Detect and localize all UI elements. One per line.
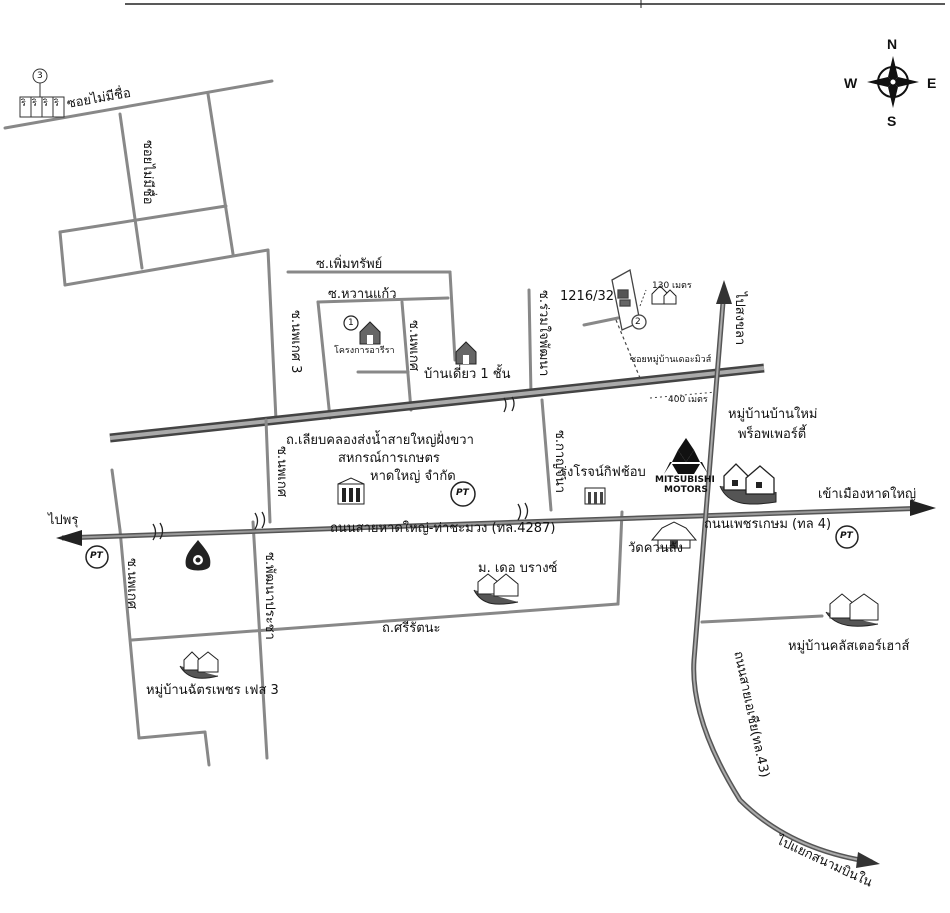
canal-bridges bbox=[503, 396, 515, 413]
compass-east: E bbox=[927, 75, 937, 91]
shop-icon bbox=[584, 487, 606, 505]
plot-tile-label: ริ bbox=[54, 99, 59, 109]
upper-left-streets bbox=[3, 79, 620, 422]
canal bbox=[109, 363, 765, 443]
label-phetkasem: ถนนเพชรเกษม (ทล 4) bbox=[704, 517, 832, 532]
label-mitsubishi-1: MITSUBISHI bbox=[655, 475, 715, 485]
label-si-rattana: ถ.ศรีรัตนะ bbox=[382, 621, 441, 636]
main-road-bridges bbox=[152, 502, 529, 541]
label-village-new-1: หมู่บ้านบ้านใหม่ bbox=[728, 407, 818, 422]
compass-north: N bbox=[887, 36, 898, 52]
label-soi-far-left: ซ.นพเกศ bbox=[124, 558, 139, 609]
label-unnamed-soi-vertical: ซอยไม่มีชื่อ bbox=[140, 140, 155, 205]
label-project-1: โครงการอารีรา bbox=[334, 346, 395, 356]
label-130-meters: 130 เมตร bbox=[652, 281, 692, 291]
label-soi-phoem-sap: ซ.เพิ่มทรัพย์ bbox=[316, 257, 383, 272]
plot-tiles bbox=[19, 68, 65, 118]
label-soi-middle-vertical: ซ.นพเกศ bbox=[406, 320, 421, 371]
pt-logo-text: PT bbox=[456, 488, 469, 498]
label-to-ban-phru: ไปพรุ bbox=[48, 513, 79, 528]
marker-1-circle bbox=[343, 315, 359, 331]
marker-2: 2 bbox=[635, 317, 641, 327]
label-village-cluster: หมู่บ้านคลัสเตอร์เฮาส์ bbox=[788, 639, 910, 654]
village-houses-icon bbox=[719, 463, 777, 505]
label-canal-road: ถ.เลียบคลองส่งน้ำสายใหญ่ฝั่งขวา bbox=[286, 433, 474, 448]
label-soi-village: ซอยหมู่บ้านเดอะมิวส์ bbox=[630, 355, 712, 365]
arrow-west bbox=[56, 530, 82, 546]
label-cooperative-2: หาดใหญ่ จำกัด bbox=[370, 469, 456, 484]
village-houses-icon bbox=[825, 593, 879, 627]
dimension-130 bbox=[639, 289, 647, 307]
pt-logo-text: PT bbox=[90, 551, 103, 561]
mitsubishi-logo-icon bbox=[664, 438, 708, 474]
label-soi-lower-mid: ซ.พัฒนาประชา bbox=[262, 552, 277, 640]
arrow-east bbox=[910, 500, 936, 516]
label-plot-number: 1216/32 bbox=[560, 289, 615, 304]
label-soi-ruam-jai: ซ.ร่วมใจพัฒนา bbox=[536, 290, 551, 377]
building-icon bbox=[337, 477, 365, 505]
village-houses-icon bbox=[473, 573, 519, 605]
dimension-400 bbox=[649, 391, 717, 399]
label-soi-lower-left: ซ.นพเกศ bbox=[274, 446, 289, 497]
label-to-hat-yai: เข้าเมืองหาดใหญ่ bbox=[818, 487, 917, 502]
plot-dashed-line bbox=[615, 319, 641, 379]
land-plot bbox=[611, 268, 647, 331]
marker-1: 1 bbox=[348, 318, 354, 328]
label-soi-lower-right: ซ.กาญจนา bbox=[552, 430, 567, 494]
house-icon bbox=[455, 341, 477, 365]
lower-streets bbox=[110, 398, 824, 767]
label-soi-wan-kaeo: ซ.หวานแก้ว bbox=[328, 287, 397, 302]
label-village-new-2: พร็อพเพอร์ตี้ bbox=[738, 427, 807, 442]
label-wat: วัดควนลัง bbox=[628, 541, 683, 556]
label-soi-left-vertical: ซ.นพเกศ 3 bbox=[288, 310, 303, 374]
label-m-the-bridge: ม. เดอ บรางซ์ bbox=[478, 561, 558, 576]
label-cooperative-1: สหกรณ์การเกษตร bbox=[338, 451, 440, 466]
emblem-icon bbox=[185, 540, 211, 571]
arrow-southeast bbox=[856, 852, 880, 868]
pt-logo-icon bbox=[85, 481, 859, 569]
compass-icon bbox=[867, 56, 919, 108]
label-single-storey: บ้านเดี่ยว 1 ชั้น bbox=[424, 367, 511, 382]
label-main-road: ถนนสายหาดใหญ่-ท่าชะมวง (ทล.4287) bbox=[330, 521, 556, 536]
arrow-north bbox=[716, 280, 732, 304]
label-rungroj: รุ่งโรจน์กิฟช้อบ bbox=[560, 465, 646, 480]
house-icon bbox=[651, 285, 677, 305]
label-village-chatpetch: หมู่บ้านฉัตรเพชร เฟส 3 bbox=[146, 683, 279, 698]
plot-tile-label: ริ bbox=[43, 99, 48, 109]
compass-west: W bbox=[844, 75, 858, 91]
plot-tile-label: ริ bbox=[32, 99, 37, 109]
label-to-songkhla: ไปสงขลา bbox=[732, 292, 747, 346]
label-mitsubishi-2: MOTORS bbox=[664, 485, 708, 495]
house-icon bbox=[359, 321, 381, 345]
pt-logo-text: PT bbox=[840, 531, 853, 541]
compass-south: S bbox=[887, 113, 897, 129]
plot-tile-label: ริ bbox=[21, 99, 26, 109]
label-400-meters: 400 เมตร bbox=[668, 395, 708, 405]
asian-highway bbox=[691, 289, 873, 865]
marker-3: 3 bbox=[37, 71, 43, 81]
temple-icon bbox=[650, 521, 698, 549]
village-houses-icon bbox=[179, 651, 219, 679]
main-road bbox=[61, 505, 929, 541]
